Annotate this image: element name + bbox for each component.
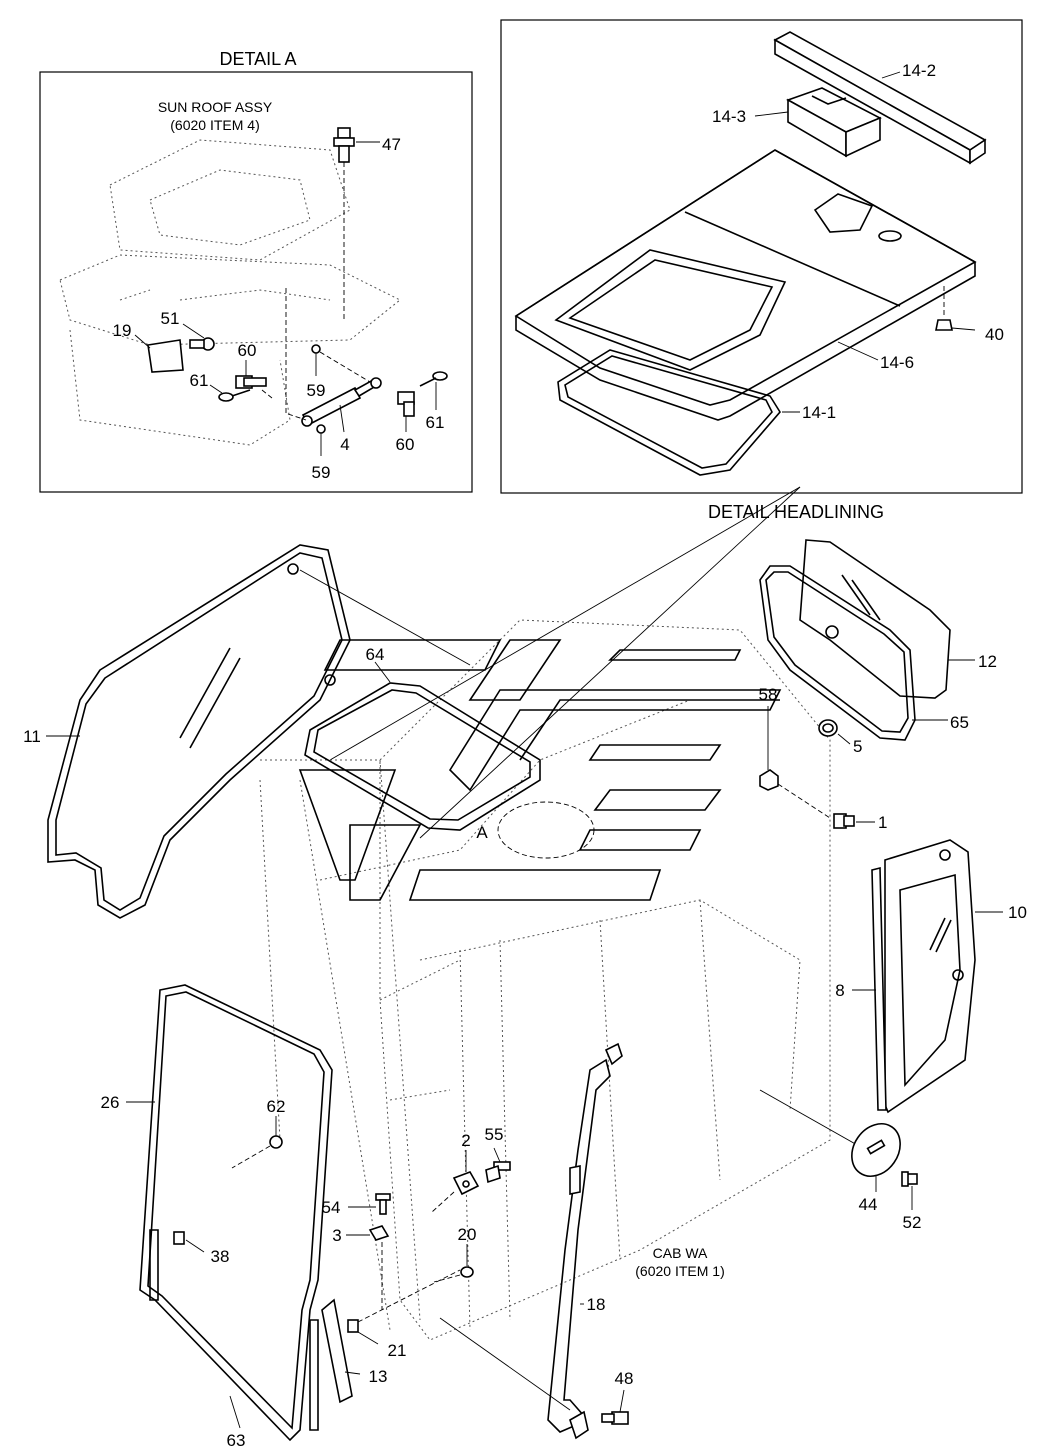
sun-roof-note-line2: (6020 ITEM 4) [170,117,259,133]
washer-59-bottom [316,424,326,434]
bolt-48 [601,1389,629,1425]
callout-5: 5 [853,737,862,756]
plug-20 [433,1244,474,1283]
sun-roof-ghost [59,139,401,446]
callout-61-right: 61 [426,413,445,432]
callout-1: 1 [878,813,887,832]
callout-10: 10 [1008,903,1027,922]
detail-a-title: DETAIL A [219,49,296,69]
callout-26: 26 [101,1093,120,1112]
strip-26-left [149,1229,159,1301]
callout-8: 8 [835,981,844,1000]
washer-59-top [311,344,321,354]
callout-21: 21 [388,1341,407,1360]
handrail-18 [439,1042,623,1440]
callout-60-left: 60 [238,341,257,360]
block-38 [173,1231,205,1253]
screw-54 [348,1193,391,1215]
nut-3 [346,1225,390,1310]
callout-44: 44 [859,1195,878,1214]
headlining-leader-1 [329,486,801,761]
block-21 [347,1269,461,1345]
callout-61-left: 61 [190,371,209,390]
callout-12: 12 [978,652,997,671]
callout-14-3: 14-3 [712,107,746,126]
seal-14-1 [557,349,800,476]
screw-52 [901,1171,918,1210]
callout-14-1: 14-1 [802,403,836,422]
detail-a-frame [39,71,473,493]
callout-19: 19 [113,321,132,340]
callout-20: 20 [458,1225,477,1244]
bracket-19 [134,334,184,373]
roof-frame [298,639,782,901]
callout-47: 47 [382,135,401,154]
clip-61-left [209,384,251,402]
bolt-1 [833,813,875,829]
sun-roof-note-line1: SUN ROOF ASSY [158,99,273,115]
callout-labels: 47 51 19 60 61 59 60 61 4 59 14-2 14-3 4… [23,61,1027,1450]
bolt-51 [182,323,215,351]
leader-44 [759,1089,867,1151]
nut-58 [759,706,831,819]
gas-spring-4 [285,288,382,433]
foam-bar-14-2 [773,31,987,165]
callout-38: 38 [211,1247,230,1266]
callout-65: 65 [950,713,969,732]
callout-64: 64 [366,645,385,664]
callout-4: 4 [340,435,349,454]
pin-60-left [235,360,273,399]
clip-61-right [419,371,448,410]
callout-48: 48 [615,1369,634,1388]
detail-headlining-frame [500,19,1023,494]
headlining-panel-14-6 [514,149,977,421]
callout-40: 40 [985,325,1004,344]
grommet-5 [818,719,851,745]
callout-51: 51 [161,309,180,328]
channel-8 [852,866,887,1111]
callout-59-top: 59 [307,381,326,400]
glass-10 [884,839,1003,1114]
callout-52: 52 [903,1213,922,1232]
seal-65 [759,565,948,741]
callout-54: 54 [322,1198,341,1217]
callout-14-2: 14-2 [902,61,936,80]
cab-note-line2: (6020 ITEM 1) [635,1263,724,1279]
fastener-40 [935,286,976,331]
callout-63: 63 [227,1431,246,1450]
cab-note-line1: CAB WA [653,1245,708,1261]
cab-ghost [259,619,831,1341]
strip-13 [309,1298,361,1431]
detail-a-panel: DETAIL A SUN ROOF ASSY (6020 ITEM 4) [39,49,473,493]
glass-11 [46,544,471,919]
cover-44 [851,1123,901,1192]
callout-3: 3 [332,1226,341,1245]
callout-13: 13 [369,1367,388,1386]
detail-a-marker-ellipse [497,801,595,859]
callout-62: 62 [267,1097,286,1116]
callout-14-6: 14-6 [880,353,914,372]
glass-12 [799,539,975,699]
bracket-2 [431,1150,480,1213]
detail-headlining-title: DETAIL HEADLINING [708,502,884,522]
callout-18: 18 [587,1295,606,1314]
callout-60-right: 60 [396,435,415,454]
foam-block-14-3 [754,87,882,158]
bolt-47 [333,127,380,320]
detail-headlining-panel [329,19,1023,839]
callout-11: 11 [23,727,41,746]
seal-64 [304,661,541,831]
pin-60-right [397,391,415,432]
headlining-leader-2 [419,486,801,839]
callout-58: 58 [759,685,778,704]
bolt-55 [485,1147,511,1184]
detail-a-marker-label: A [476,823,488,842]
glass-26 [126,984,333,1442]
nut-62 [231,1116,283,1169]
callout-2: 2 [461,1131,470,1150]
callout-55: 55 [485,1125,504,1144]
callout-59-bottom: 59 [312,463,331,482]
